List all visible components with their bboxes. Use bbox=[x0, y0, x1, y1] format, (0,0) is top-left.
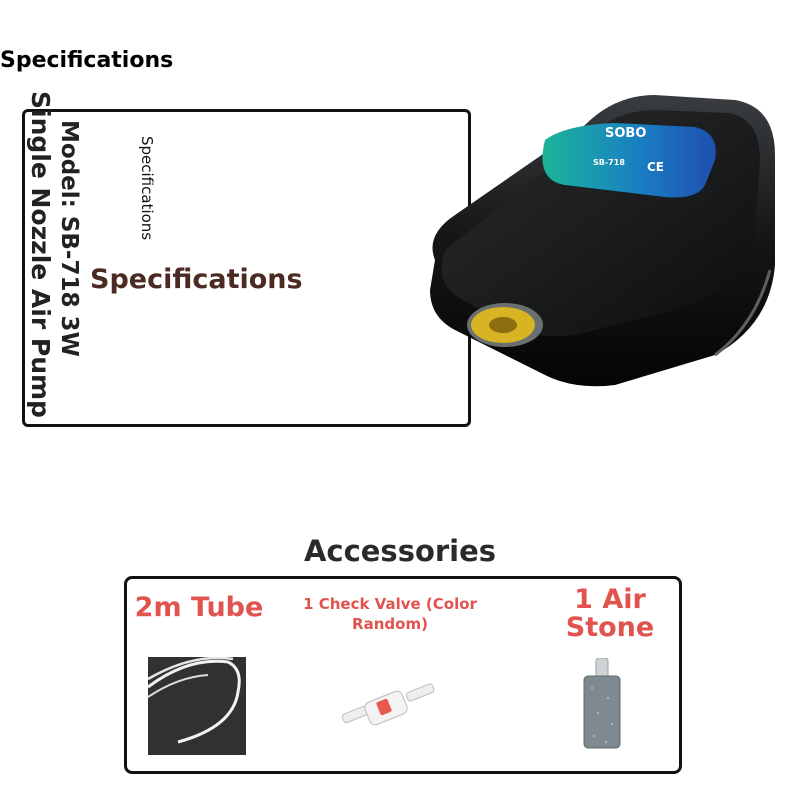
tube-image bbox=[148, 657, 246, 755]
page-title: Specifications bbox=[0, 48, 174, 73]
brand-text: SOBO bbox=[605, 126, 646, 141]
spec-center-label: Specifications bbox=[90, 264, 303, 295]
air-stone-image bbox=[583, 658, 621, 749]
spec-vertical-label: Specifications bbox=[138, 136, 156, 241]
air-pump-image: SOBO SB-718 CE bbox=[430, 95, 775, 387]
spec-panel bbox=[22, 109, 471, 427]
accessories-title: Accessories bbox=[303, 534, 497, 568]
check-valve-label: 1 Check Valve (Color Random) bbox=[303, 595, 477, 633]
ce-mark: CE bbox=[647, 160, 664, 174]
air-stone-label: 1 Air Stone bbox=[565, 584, 655, 643]
tube-label: 2m Tube bbox=[134, 592, 264, 623]
model-tag-text: SB-718 bbox=[593, 158, 625, 167]
check-valve-image bbox=[341, 683, 435, 726]
model-line: Model: SB-718 3W bbox=[56, 120, 82, 357]
product-name: Single Nozzle Air Pump bbox=[26, 91, 55, 418]
